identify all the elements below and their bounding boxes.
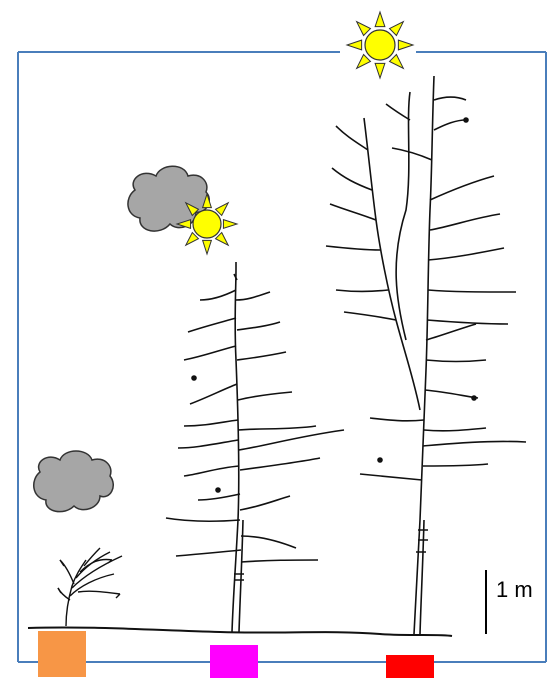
sun-ray: [357, 55, 371, 69]
small-tree: [58, 548, 122, 626]
sun-ray: [216, 233, 229, 246]
sun-ray: [223, 220, 237, 229]
sun-ray: [216, 203, 229, 216]
scale-bar-label: 1 m: [496, 577, 533, 602]
magenta-marker: [210, 645, 258, 678]
sun-ray: [357, 22, 371, 36]
sun-ray: [347, 40, 362, 50]
sun-icon: [177, 194, 237, 254]
sun-disc: [193, 210, 221, 238]
sun-ray: [375, 12, 385, 27]
sun-ray: [375, 63, 385, 78]
red-marker: [386, 655, 434, 678]
sun-disc: [365, 30, 395, 60]
cloud-icon: [34, 451, 114, 512]
sun-ray: [390, 22, 404, 36]
tall-tree: [326, 76, 526, 634]
sun-ray: [186, 233, 199, 246]
sun-ray: [398, 40, 413, 50]
orange-marker: [38, 631, 86, 677]
sun-ray: [390, 55, 404, 69]
frame: [18, 52, 546, 662]
ground-line: [28, 627, 452, 636]
medium-tree: [166, 262, 344, 632]
sun-icon: [347, 12, 413, 78]
sun-ray: [203, 240, 212, 254]
